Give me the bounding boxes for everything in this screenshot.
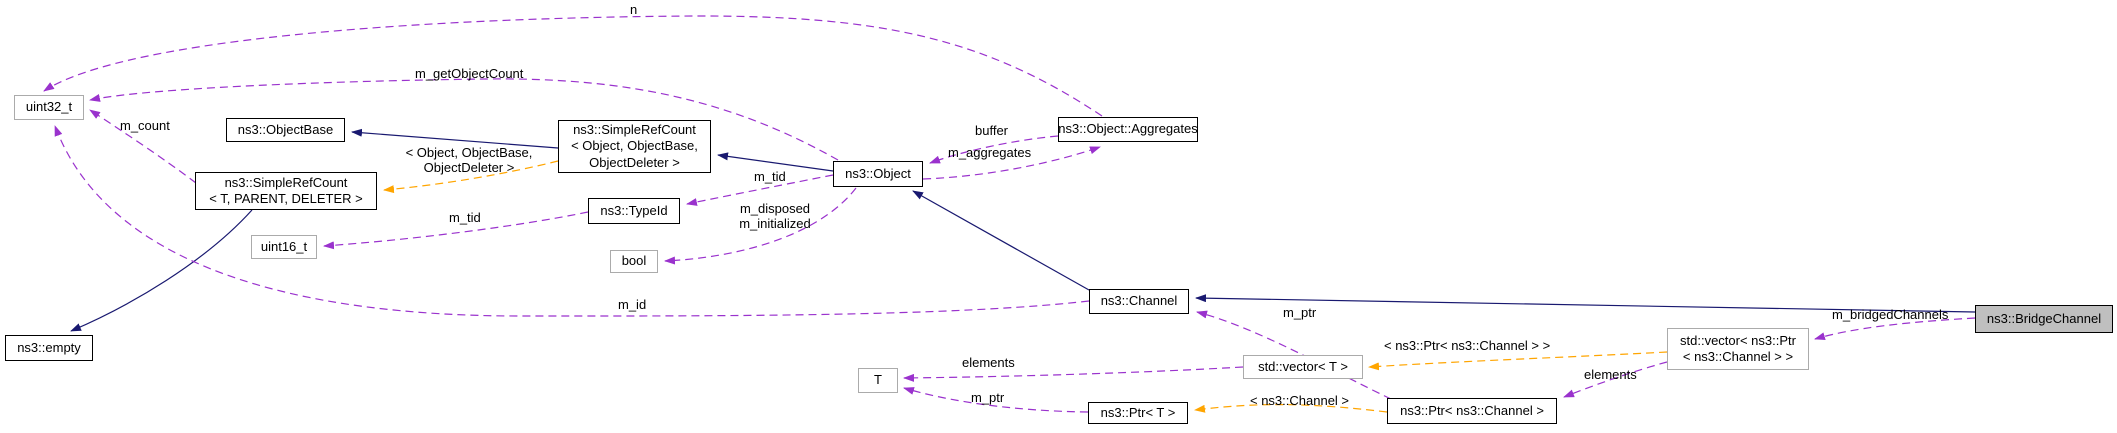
edge-label-n: n — [630, 2, 638, 17]
class-node-bool: bool — [610, 250, 658, 273]
edge-template-vector-instance — [1368, 351, 1668, 371]
class-node-channel[interactable]: ns3::Channel — [1089, 289, 1189, 314]
edge-member-m-tid-typeid-to-uint16 — [323, 211, 589, 250]
class-node-vector-ptr-channel: std::vector< ns3::Ptr < ns3::Channel > > — [1667, 328, 1809, 370]
edge-label-m-disposed-m-initialized: m_disposed m_initialized — [739, 201, 811, 231]
edge-label-m-count: m_count — [120, 118, 170, 133]
edge-member-n — [43, 15, 1103, 117]
edge-label-m-id: m_id — [618, 297, 647, 312]
edge-member-m-disposed — [664, 187, 857, 265]
edge-template-ptr-instance — [1194, 403, 1388, 413]
class-node-object-aggregates[interactable]: ns3::Object::Aggregates — [1058, 117, 1198, 142]
class-node-typeid[interactable]: ns3::TypeId — [588, 198, 680, 224]
class-node-simplerefcount-object[interactable]: ns3::SimpleRefCount < Object, ObjectBase… — [558, 120, 711, 173]
edge-label-elements-channel: elements — [1584, 367, 1637, 382]
edge-label-buffer: buffer — [975, 123, 1009, 138]
edge-inherit-src-tpl-to-empty — [70, 209, 253, 332]
edge-member-m-getobjectcount — [89, 78, 839, 161]
edge-member-elements-t — [903, 366, 1244, 382]
edge-label-m-tid-typeid: m_tid — [449, 210, 481, 225]
class-node-vector-t: std::vector< T > — [1243, 355, 1363, 379]
edge-template-src-instance — [383, 160, 559, 194]
edge-member-m-bridgedchannels — [1814, 317, 1976, 341]
class-node-object[interactable]: ns3::Object — [833, 161, 923, 187]
edge-label-template-args-vector: < ns3::Ptr< ns3::Channel > > — [1384, 338, 1551, 353]
edge-label-m-ptr-channel: m_ptr — [1283, 305, 1317, 320]
edge-label-m-aggregates: m_aggregates — [948, 145, 1032, 160]
edge-inherit-bridgechannel-to-channel — [1195, 294, 1976, 313]
edge-label-template-args-ptr: < ns3::Channel > — [1250, 393, 1350, 408]
edge-member-m-id — [54, 125, 1090, 317]
edge-label-m-tid-object: m_tid — [754, 169, 786, 184]
class-node-ptr-channel[interactable]: ns3::Ptr< ns3::Channel > — [1387, 398, 1557, 424]
edge-member-buffer — [929, 135, 1059, 164]
class-node-bridgechannel-current: ns3::BridgeChannel — [1975, 305, 2113, 333]
class-node-uint32-t: uint32_t — [14, 95, 84, 120]
class-node-objectbase[interactable]: ns3::ObjectBase — [226, 118, 345, 142]
edge-member-m-ptr-channel — [1196, 310, 1392, 400]
edge-member-m-ptr-t — [903, 387, 1089, 413]
edge-label-m-ptr-t: m_ptr — [971, 390, 1005, 405]
edge-label-elements-t: elements — [962, 355, 1015, 370]
class-node-empty[interactable]: ns3::empty — [5, 335, 93, 361]
class-node-uint16-t: uint16_t — [251, 235, 317, 259]
edge-member-elements-channel — [1563, 361, 1668, 398]
edge-label-m-getobjectcount: m_getObjectCount — [415, 66, 524, 81]
class-node-t: T — [858, 368, 898, 393]
edge-label-m-bridgedchannels: m_bridgedChannels — [1832, 307, 1949, 322]
edge-member-m-tid-object-to-typeid — [686, 174, 834, 206]
edge-member-m-count — [89, 109, 197, 184]
edge-inherit-src-object-to-objectbase — [351, 128, 559, 149]
edge-member-m-aggregates — [922, 146, 1101, 180]
class-node-simplerefcount-template[interactable]: ns3::SimpleRefCount < T, PARENT, DELETER… — [195, 172, 377, 210]
edge-label-template-args-simplerefcount: < Object, ObjectBase, ObjectDeleter > — [405, 145, 533, 175]
edge-inherit-object-to-src-object — [717, 152, 834, 172]
class-node-ptr-t[interactable]: ns3::Ptr< T > — [1088, 402, 1188, 424]
edge-inherit-channel-to-object — [912, 190, 1090, 291]
